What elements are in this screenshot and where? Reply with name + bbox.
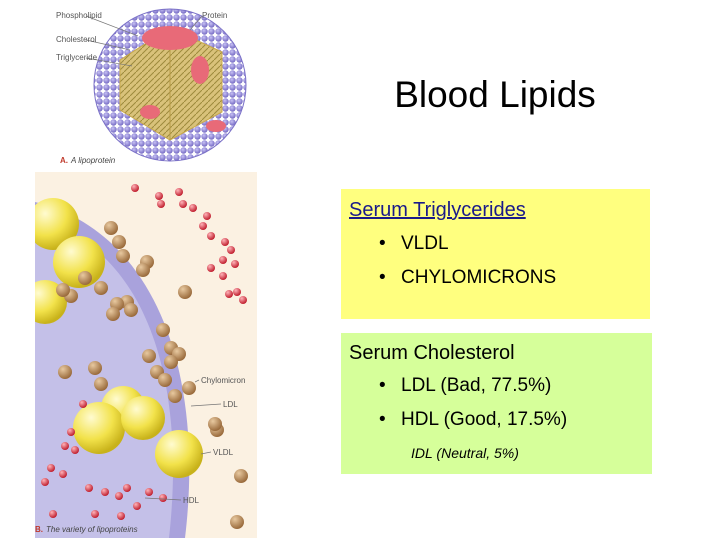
bullet-icon: • xyxy=(379,233,386,254)
lipoprotein-variety-figure: Chylomicron LDL VLDL HDL B.The variety o… xyxy=(23,172,257,538)
triglycerides-heading: Serum Triglycerides xyxy=(349,199,526,221)
item-text: LDL (Bad, 77.5%) xyxy=(401,375,552,396)
cholesterol-item: • HDL (Good, 17.5%) xyxy=(379,409,567,431)
cholesterol-item: • LDL (Bad, 77.5%) xyxy=(379,375,551,397)
ldl-label: LDL xyxy=(223,400,238,409)
hdl-label: HDL xyxy=(183,496,200,505)
triglyceride-label: Triglyceride xyxy=(56,53,98,62)
bullet-icon: • xyxy=(379,409,386,430)
figure-a-caption: A.A lipoprotein xyxy=(60,156,115,165)
triglycerides-box: Serum Triglycerides • VLDL • CHYLOMICRONS xyxy=(341,189,650,319)
figure-a-text: A lipoprotein xyxy=(71,156,116,165)
bullet-icon: • xyxy=(379,267,386,288)
lipoprotein-figure: Phospholipid Cholesterol Triglyceride Pr… xyxy=(40,0,290,170)
cholesterol-heading: Serum Cholesterol xyxy=(349,342,515,364)
item-text: VLDL xyxy=(401,233,449,254)
slide-title: Blood Lipids xyxy=(394,74,596,115)
protein-label: Protein xyxy=(202,11,228,20)
triglycerides-item: • VLDL xyxy=(379,233,449,255)
lipoprotein-illustration xyxy=(85,8,247,162)
idl-note: IDL (Neutral, 5%) xyxy=(411,445,519,461)
figure-b-letter: B. xyxy=(35,525,43,534)
phospholipid-label: Phospholipid xyxy=(56,11,102,20)
triglycerides-item: • CHYLOMICRONS xyxy=(379,267,556,289)
cholesterol-label: Cholesterol xyxy=(56,35,97,44)
figure-a-letter: A. xyxy=(60,156,68,165)
bullet-icon: • xyxy=(379,375,386,396)
vldl-label: VLDL xyxy=(213,448,234,457)
item-text: HDL (Good, 17.5%) xyxy=(401,409,568,430)
figure-b-caption: B.The variety of lipoproteins xyxy=(35,525,138,534)
lipoprotein-variety-illustration xyxy=(23,172,257,538)
figure-b-text: The variety of lipoproteins xyxy=(46,525,138,534)
cholesterol-box: Serum Cholesterol • LDL (Bad, 77.5%) • HDL… xyxy=(341,333,652,474)
item-text: CHYLOMICRONS xyxy=(401,267,557,288)
chylomicron-label: Chylomicron xyxy=(201,376,246,385)
